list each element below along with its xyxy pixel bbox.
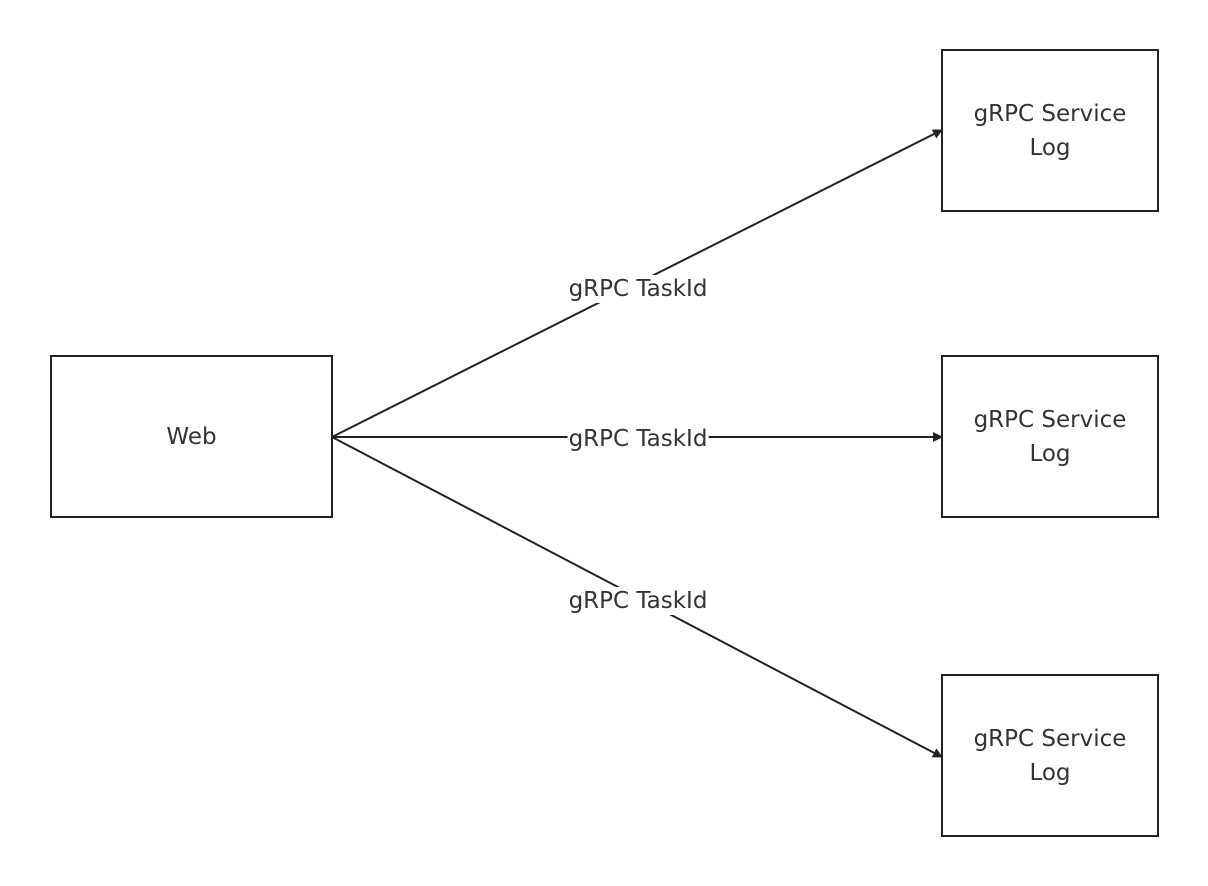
grpc-service-log-node-2[interactable]: gRPC Service Log	[941, 355, 1159, 518]
service-node-1-line-1: gRPC Service	[973, 100, 1127, 127]
service-node-1-line-2: Log	[1029, 134, 1071, 161]
grpc-service-log-node-3[interactable]: gRPC Service Log	[941, 674, 1159, 837]
edge-label-2: gRPC TaskId	[567, 425, 709, 453]
grpc-service-log-node-1[interactable]: gRPC Service Log	[941, 49, 1159, 212]
service-node-3-line-2: Log	[1029, 759, 1071, 786]
edge-label-3: gRPC TaskId	[567, 587, 709, 615]
service-node-3-line-1: gRPC Service	[973, 725, 1127, 752]
web-node[interactable]: Web	[50, 355, 333, 518]
service-node-2-line-1: gRPC Service	[973, 406, 1127, 433]
web-node-label: Web	[166, 423, 217, 450]
edge-label-1: gRPC TaskId	[567, 275, 709, 303]
service-node-2-line-2: Log	[1029, 440, 1071, 467]
